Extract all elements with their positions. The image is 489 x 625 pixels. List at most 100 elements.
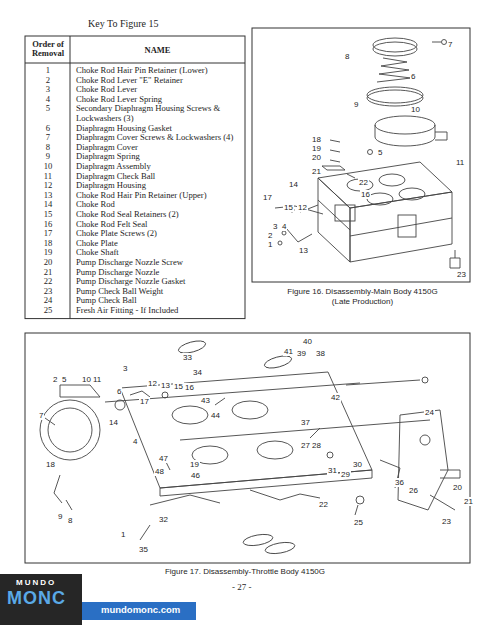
table-rule bbox=[25, 63, 245, 64]
part-name: Fresh Air Fitting - If Included bbox=[76, 306, 242, 316]
part-name: Secondary Diaphragm Housing Screws & Loc… bbox=[76, 104, 242, 123]
callout-number: 27 bbox=[300, 441, 311, 450]
callout-number: 22 bbox=[358, 178, 369, 187]
part-name: Diaphragm Housing bbox=[76, 181, 242, 191]
callout-number: 35 bbox=[138, 545, 149, 554]
watermark: MUNDO bbox=[16, 578, 56, 587]
figure-frame bbox=[25, 333, 470, 563]
order-number: 6 bbox=[27, 124, 69, 134]
callout-number: 13 bbox=[160, 381, 171, 390]
part-name: Pump Discharge Nozzle bbox=[76, 268, 242, 278]
callout-number: 28 bbox=[311, 441, 322, 450]
callout-number: 34 bbox=[192, 368, 203, 377]
callout-number: 15 bbox=[283, 203, 294, 212]
callout-number: 30 bbox=[352, 460, 363, 469]
part-name: Diaphragm Cover Screws & Lockwashers (4) bbox=[76, 133, 242, 143]
part-name: Choke Rod Hair Pin Retainer (Upper) bbox=[76, 191, 242, 201]
callout-number: 29 bbox=[340, 470, 351, 479]
order-number: 4 bbox=[27, 95, 69, 105]
watermark-url: mundomonc.com bbox=[101, 604, 180, 615]
part-name: Diaphragm Housing Gasket bbox=[76, 124, 242, 134]
part-name: Choke Rod Seal Retainers (2) bbox=[76, 210, 242, 220]
callout-number: 39 bbox=[296, 349, 307, 358]
callout-number: 18 bbox=[45, 460, 56, 469]
part-name: Choke Plate bbox=[76, 239, 242, 249]
callout-number: 14 bbox=[288, 180, 299, 189]
order-number: 22 bbox=[27, 277, 69, 287]
part-name: Pump Check Ball bbox=[76, 296, 242, 306]
part-name: Diaphragm Assembly bbox=[76, 162, 242, 172]
order-number: 18 bbox=[27, 239, 69, 249]
order-number: 11 bbox=[27, 172, 69, 182]
part-name: Choke Plate Screws (2) bbox=[76, 229, 242, 239]
callout-number: 1 bbox=[267, 240, 273, 249]
callout-number: 8 bbox=[67, 516, 73, 525]
callout-number: 2 bbox=[267, 231, 273, 240]
callout-number: 20 bbox=[311, 153, 322, 162]
callout-number: 40 bbox=[302, 337, 313, 346]
callout-number: 19 bbox=[189, 460, 200, 469]
table-rule bbox=[70, 36, 71, 319]
order-number: 19 bbox=[27, 248, 69, 258]
callout-number: 38 bbox=[315, 349, 326, 358]
order-number: 3 bbox=[27, 85, 69, 95]
order-number: 10 bbox=[27, 162, 69, 172]
order-number: 13 bbox=[27, 191, 69, 201]
part-name: Choke Rod bbox=[76, 200, 242, 210]
order-number: 25 bbox=[27, 306, 69, 316]
callout-number: 24 bbox=[424, 408, 435, 417]
callout-number: 6 bbox=[410, 72, 416, 81]
part-name: Choke Rod Lever bbox=[76, 85, 242, 95]
callout-number: 11 bbox=[92, 375, 102, 384]
callout-number: 23 bbox=[441, 517, 452, 526]
order-number: 21 bbox=[27, 268, 69, 278]
part-name: Pump Discharge Nozzle Gasket bbox=[76, 277, 242, 287]
callout-number: 16 bbox=[184, 383, 195, 392]
callout-number: 22 bbox=[318, 500, 329, 509]
callout-number: 41 bbox=[283, 347, 294, 356]
callout-number: 3 bbox=[272, 222, 278, 231]
part-name: Diaphragm Spring bbox=[76, 152, 242, 162]
callout-number: 33 bbox=[182, 353, 193, 362]
part-name: Choke Rod Lever "E" Retainer bbox=[76, 76, 242, 86]
callout-number: 14 bbox=[108, 418, 119, 427]
callout-number: 4 bbox=[132, 437, 138, 446]
callout-number: 48 bbox=[154, 467, 165, 476]
callout-number: 16 bbox=[360, 190, 371, 199]
table-header: Order of Removal bbox=[27, 40, 69, 59]
callout-number: 7 bbox=[38, 411, 44, 420]
callout-number: 26 bbox=[408, 486, 419, 495]
callout-number: 17 bbox=[262, 193, 273, 202]
callout-number: 23 bbox=[456, 270, 467, 279]
callout-number: 42 bbox=[330, 393, 341, 402]
callout-number: 12 bbox=[297, 203, 308, 212]
callout-number: 12 bbox=[147, 379, 158, 388]
order-number: 14 bbox=[27, 200, 69, 210]
callout-number: 10 bbox=[410, 105, 421, 114]
callout-number: 47 bbox=[158, 454, 169, 463]
callout-number: 3 bbox=[122, 364, 128, 373]
throttle-body-drawing bbox=[40, 339, 460, 556]
callout-number: 10 bbox=[81, 375, 92, 384]
callout-number: 6 bbox=[116, 387, 122, 396]
callout-number: 20 bbox=[452, 483, 463, 492]
order-number: 5 bbox=[27, 104, 69, 114]
order-number: 1 bbox=[27, 66, 69, 76]
part-name: Choke Shaft bbox=[76, 248, 242, 258]
order-number: 8 bbox=[27, 143, 69, 153]
callout-number: 4 bbox=[281, 222, 287, 231]
order-number: 9 bbox=[27, 152, 69, 162]
part-name: Diaphragm Check Ball bbox=[76, 172, 242, 182]
table-header: NAME bbox=[70, 46, 245, 55]
watermark: MONC bbox=[7, 588, 66, 609]
callout-number: 5 bbox=[377, 148, 383, 157]
callout-number: 2 bbox=[52, 375, 58, 384]
main-body-drawing bbox=[275, 38, 460, 268]
callout-number: 13 bbox=[298, 246, 309, 255]
table-title: Key To Figure 15 bbox=[88, 18, 159, 29]
callout-number: 36 bbox=[394, 478, 405, 487]
callout-number: 44 bbox=[210, 411, 221, 420]
callout-number: 18 bbox=[311, 135, 322, 144]
